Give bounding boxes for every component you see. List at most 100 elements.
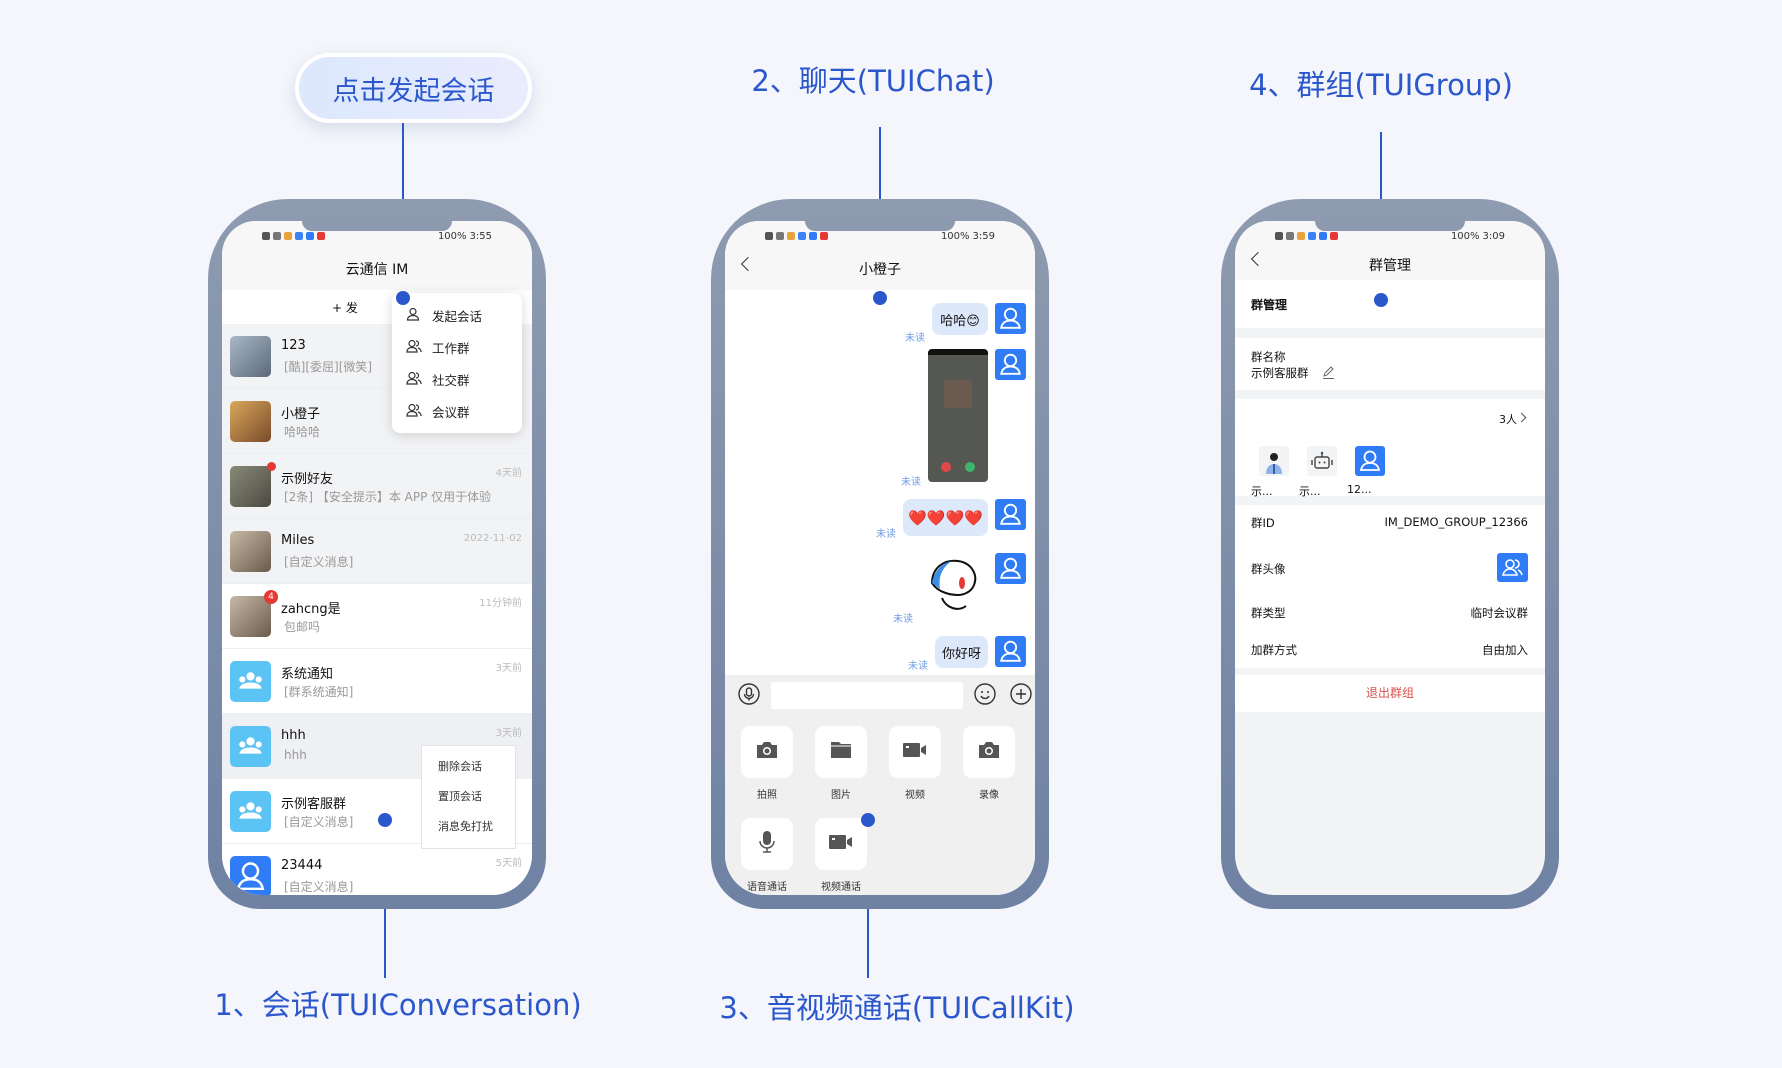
plus-icon[interactable] — [1010, 683, 1032, 705]
unread-status: 未读 — [876, 529, 896, 540]
caption-callkit: 3、音视频通话(TUICallKit) — [719, 991, 1075, 1025]
tool-4[interactable] — [963, 726, 1015, 778]
member-avatar[interactable] — [1259, 446, 1289, 476]
conversation-preview: [自定义消息] — [284, 880, 354, 894]
voice-icon[interactable] — [738, 683, 760, 705]
menu-item-label: 工作群 — [432, 340, 470, 356]
status-bar: 100%3:09 — [1235, 229, 1545, 243]
menu-item[interactable]: 社交群 — [392, 363, 522, 395]
group-field[interactable]: 加群方式自由加入 — [1235, 642, 1545, 662]
member-avatar[interactable] — [1355, 446, 1385, 476]
tool-label: 语音通话 — [747, 882, 787, 893]
quit-group-button[interactable]: 退出群组 — [1235, 675, 1545, 712]
user-avatar[interactable] — [995, 499, 1026, 530]
phone-conversation: 云通信 IM + 发 123[酷][委屈][微笑]小橙子哈哈哈示例好友[2条] … — [208, 199, 546, 909]
chevron-right-icon[interactable] — [1516, 412, 1527, 423]
image-message[interactable] — [928, 349, 988, 482]
chat-screen: 小橙子 哈哈😊未读未读❤️❤️❤️❤️未读未读你好呀未读 拍照图片视频录像语音通… — [725, 221, 1035, 895]
conversation-preview: hhh — [284, 748, 307, 762]
battery-level: 100% — [1450, 230, 1480, 242]
conversation-screen: 云通信 IM + 发 123[酷][委屈][微笑]小橙子哈哈哈示例好友[2条] … — [222, 221, 532, 895]
user-avatar[interactable] — [995, 553, 1026, 584]
conversation-time: 11分钟前 — [479, 598, 522, 609]
group-name-card[interactable]: 群名称 示例客服群 — [1235, 338, 1545, 390]
tool-1[interactable] — [741, 726, 793, 778]
conversation-preview: [2条] 【安全提示】本 APP 仅用于体验 — [284, 490, 492, 504]
tool-label: 视频 — [905, 790, 925, 801]
menu-item[interactable]: 发起会话 — [392, 299, 522, 331]
conversation-name: 123 — [281, 338, 306, 353]
phone-notch — [302, 221, 452, 231]
conversation-item[interactable]: 23444[自定义消息]5天前 — [222, 844, 532, 895]
avatar — [230, 466, 271, 507]
sticker-message[interactable] — [922, 553, 987, 617]
menu-item-label: 社交群 — [432, 372, 470, 388]
unread-status: 未读 — [901, 477, 921, 488]
context-menu-item[interactable]: 删除会话 — [438, 760, 482, 773]
field-label: 群类型 — [1251, 606, 1286, 620]
conversation-item[interactable]: 系统通知[群系统通知]3天前 — [222, 649, 532, 714]
camera-icon — [978, 741, 1000, 763]
unread-dot — [267, 462, 276, 471]
status-icons-right: 100%3:59 — [941, 229, 995, 243]
status-icons-left — [1275, 229, 1338, 243]
conversation-preview: [自定义消息] — [284, 815, 354, 829]
context-menu-item[interactable]: 置顶会话 — [438, 790, 482, 803]
folder-icon — [830, 741, 852, 763]
user-avatar[interactable] — [995, 303, 1026, 334]
unread-status: 未读 — [893, 614, 913, 625]
tool-3[interactable] — [889, 726, 941, 778]
conversation-preview: 哈哈哈 — [284, 425, 321, 439]
member-count[interactable]: 3人 — [1499, 413, 1517, 426]
chat-title: 小橙子 — [859, 262, 901, 278]
group-avatar-icon[interactable] — [1497, 553, 1528, 582]
conversation-time: 3天前 — [495, 663, 522, 674]
clock: 3:59 — [972, 230, 995, 242]
tool-2[interactable] — [815, 726, 867, 778]
user-avatar[interactable] — [995, 636, 1026, 667]
emoji-icon[interactable] — [974, 683, 996, 705]
field-value: IM_DEMO_GROUP_12366 — [1384, 515, 1528, 529]
user-avatar[interactable] — [995, 349, 1026, 380]
menu-item[interactable]: 会议群 — [392, 395, 522, 427]
field-label: 群头像 — [1251, 562, 1286, 576]
edit-icon[interactable] — [1322, 366, 1335, 379]
conversation-name: Miles — [281, 533, 315, 548]
tool-label: 录像 — [979, 790, 999, 801]
conversation-name: 示例客服群 — [281, 797, 347, 812]
conversation-name: zahcng是 — [281, 602, 341, 617]
group-field[interactable]: 群头像 — [1235, 553, 1545, 582]
member-avatar[interactable] — [1307, 446, 1337, 476]
callout-dot — [873, 291, 887, 305]
avatar — [230, 531, 271, 572]
conversation-item[interactable]: Miles[自定义消息]2022-11-02 — [222, 519, 532, 584]
conversation-context-menu: 删除会话置顶会话消息免打扰 — [421, 745, 516, 849]
callout-dot — [396, 291, 410, 305]
group-section-card: 群管理 — [1235, 280, 1545, 328]
group-avatar — [230, 791, 271, 832]
context-menu-item[interactable]: 消息免打扰 — [438, 820, 493, 833]
caption-group: 4、群组(TUIGroup) — [1249, 68, 1513, 102]
message-bubble[interactable]: 你好呀 — [935, 636, 988, 668]
message-bubble[interactable]: ❤️❤️❤️❤️ — [903, 499, 988, 536]
message-input[interactable] — [771, 682, 963, 709]
caption-conversation: 1、会话(TUIConversation) — [214, 988, 582, 1022]
status-icons-left — [765, 229, 828, 243]
member-name: 示... — [1251, 485, 1273, 498]
group-field[interactable]: 群类型临时会议群 — [1235, 605, 1545, 625]
tool-5[interactable] — [741, 818, 793, 870]
start-conversation-button[interactable]: + 发 — [332, 301, 358, 315]
message-bubble[interactable]: 哈哈😊 — [932, 303, 988, 335]
conversation-preview: [酷][委屈][微笑] — [284, 360, 373, 374]
group-name-label: 群名称 — [1251, 350, 1286, 364]
menu-item-label: 会议群 — [432, 404, 470, 420]
group-avatar — [230, 726, 271, 767]
conversation-name: 系统通知 — [281, 667, 334, 682]
tool-6[interactable] — [815, 818, 867, 870]
menu-item[interactable]: 工作群 — [392, 331, 522, 363]
